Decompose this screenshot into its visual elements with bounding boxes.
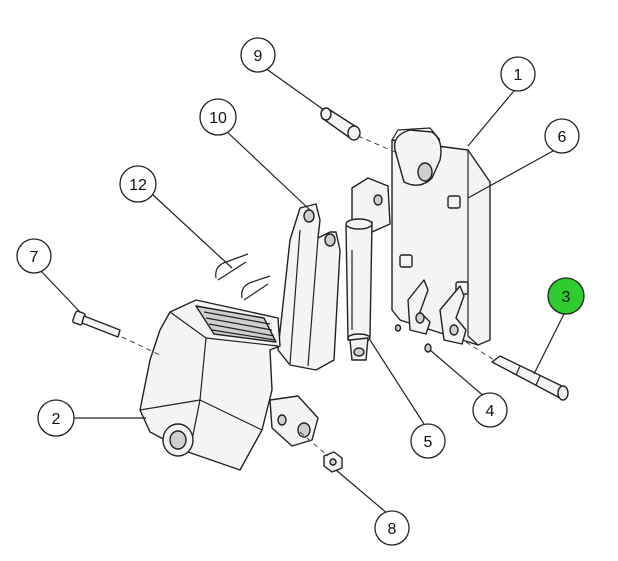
- part-4-screw[interactable]: [424, 343, 432, 353]
- callout-4[interactable]: 4: [472, 392, 508, 428]
- part-10-channel-bracket[interactable]: [277, 203, 341, 371]
- callout-label: 5: [424, 434, 433, 451]
- callout-2[interactable]: 2: [37, 399, 75, 437]
- callout-7[interactable]: 7: [16, 238, 52, 274]
- part-9-bushing[interactable]: [320, 107, 361, 141]
- lever-bracket-assembly: [394, 279, 467, 345]
- callout-5[interactable]: 5: [410, 423, 446, 459]
- assembly-guide-lines: [121, 135, 495, 457]
- callout-label: 1: [514, 67, 523, 84]
- callout-label: 7: [30, 249, 39, 266]
- callout-1[interactable]: 1: [500, 56, 536, 92]
- callout-label: 12: [129, 177, 147, 194]
- part-2-housing[interactable]: [139, 299, 319, 471]
- callout-label: 4: [486, 403, 495, 420]
- callout-3-highlight: [547, 277, 585, 315]
- callout-label: 8: [388, 521, 397, 538]
- callout-label: 10: [209, 110, 227, 127]
- callout-label: 3: [562, 289, 571, 306]
- part-5-cylinder[interactable]: [345, 177, 391, 361]
- part-3-pin[interactable]: [491, 355, 569, 401]
- part-8-nut[interactable]: [323, 451, 343, 473]
- callout-9[interactable]: 9: [240, 37, 276, 73]
- part-7-bolt[interactable]: [72, 310, 121, 338]
- callout-label: 2: [52, 411, 61, 428]
- callout-leader-lines: [39, 67, 567, 515]
- callout-8[interactable]: 8: [374, 510, 410, 546]
- callout-6[interactable]: 6: [544, 118, 580, 154]
- callout-label: 9: [254, 48, 263, 65]
- callout-label: 6: [558, 129, 567, 146]
- callout-12[interactable]: 12: [119, 165, 157, 203]
- callout-10[interactable]: 10: [199, 98, 237, 136]
- callout-3[interactable]: 3: [547, 277, 585, 315]
